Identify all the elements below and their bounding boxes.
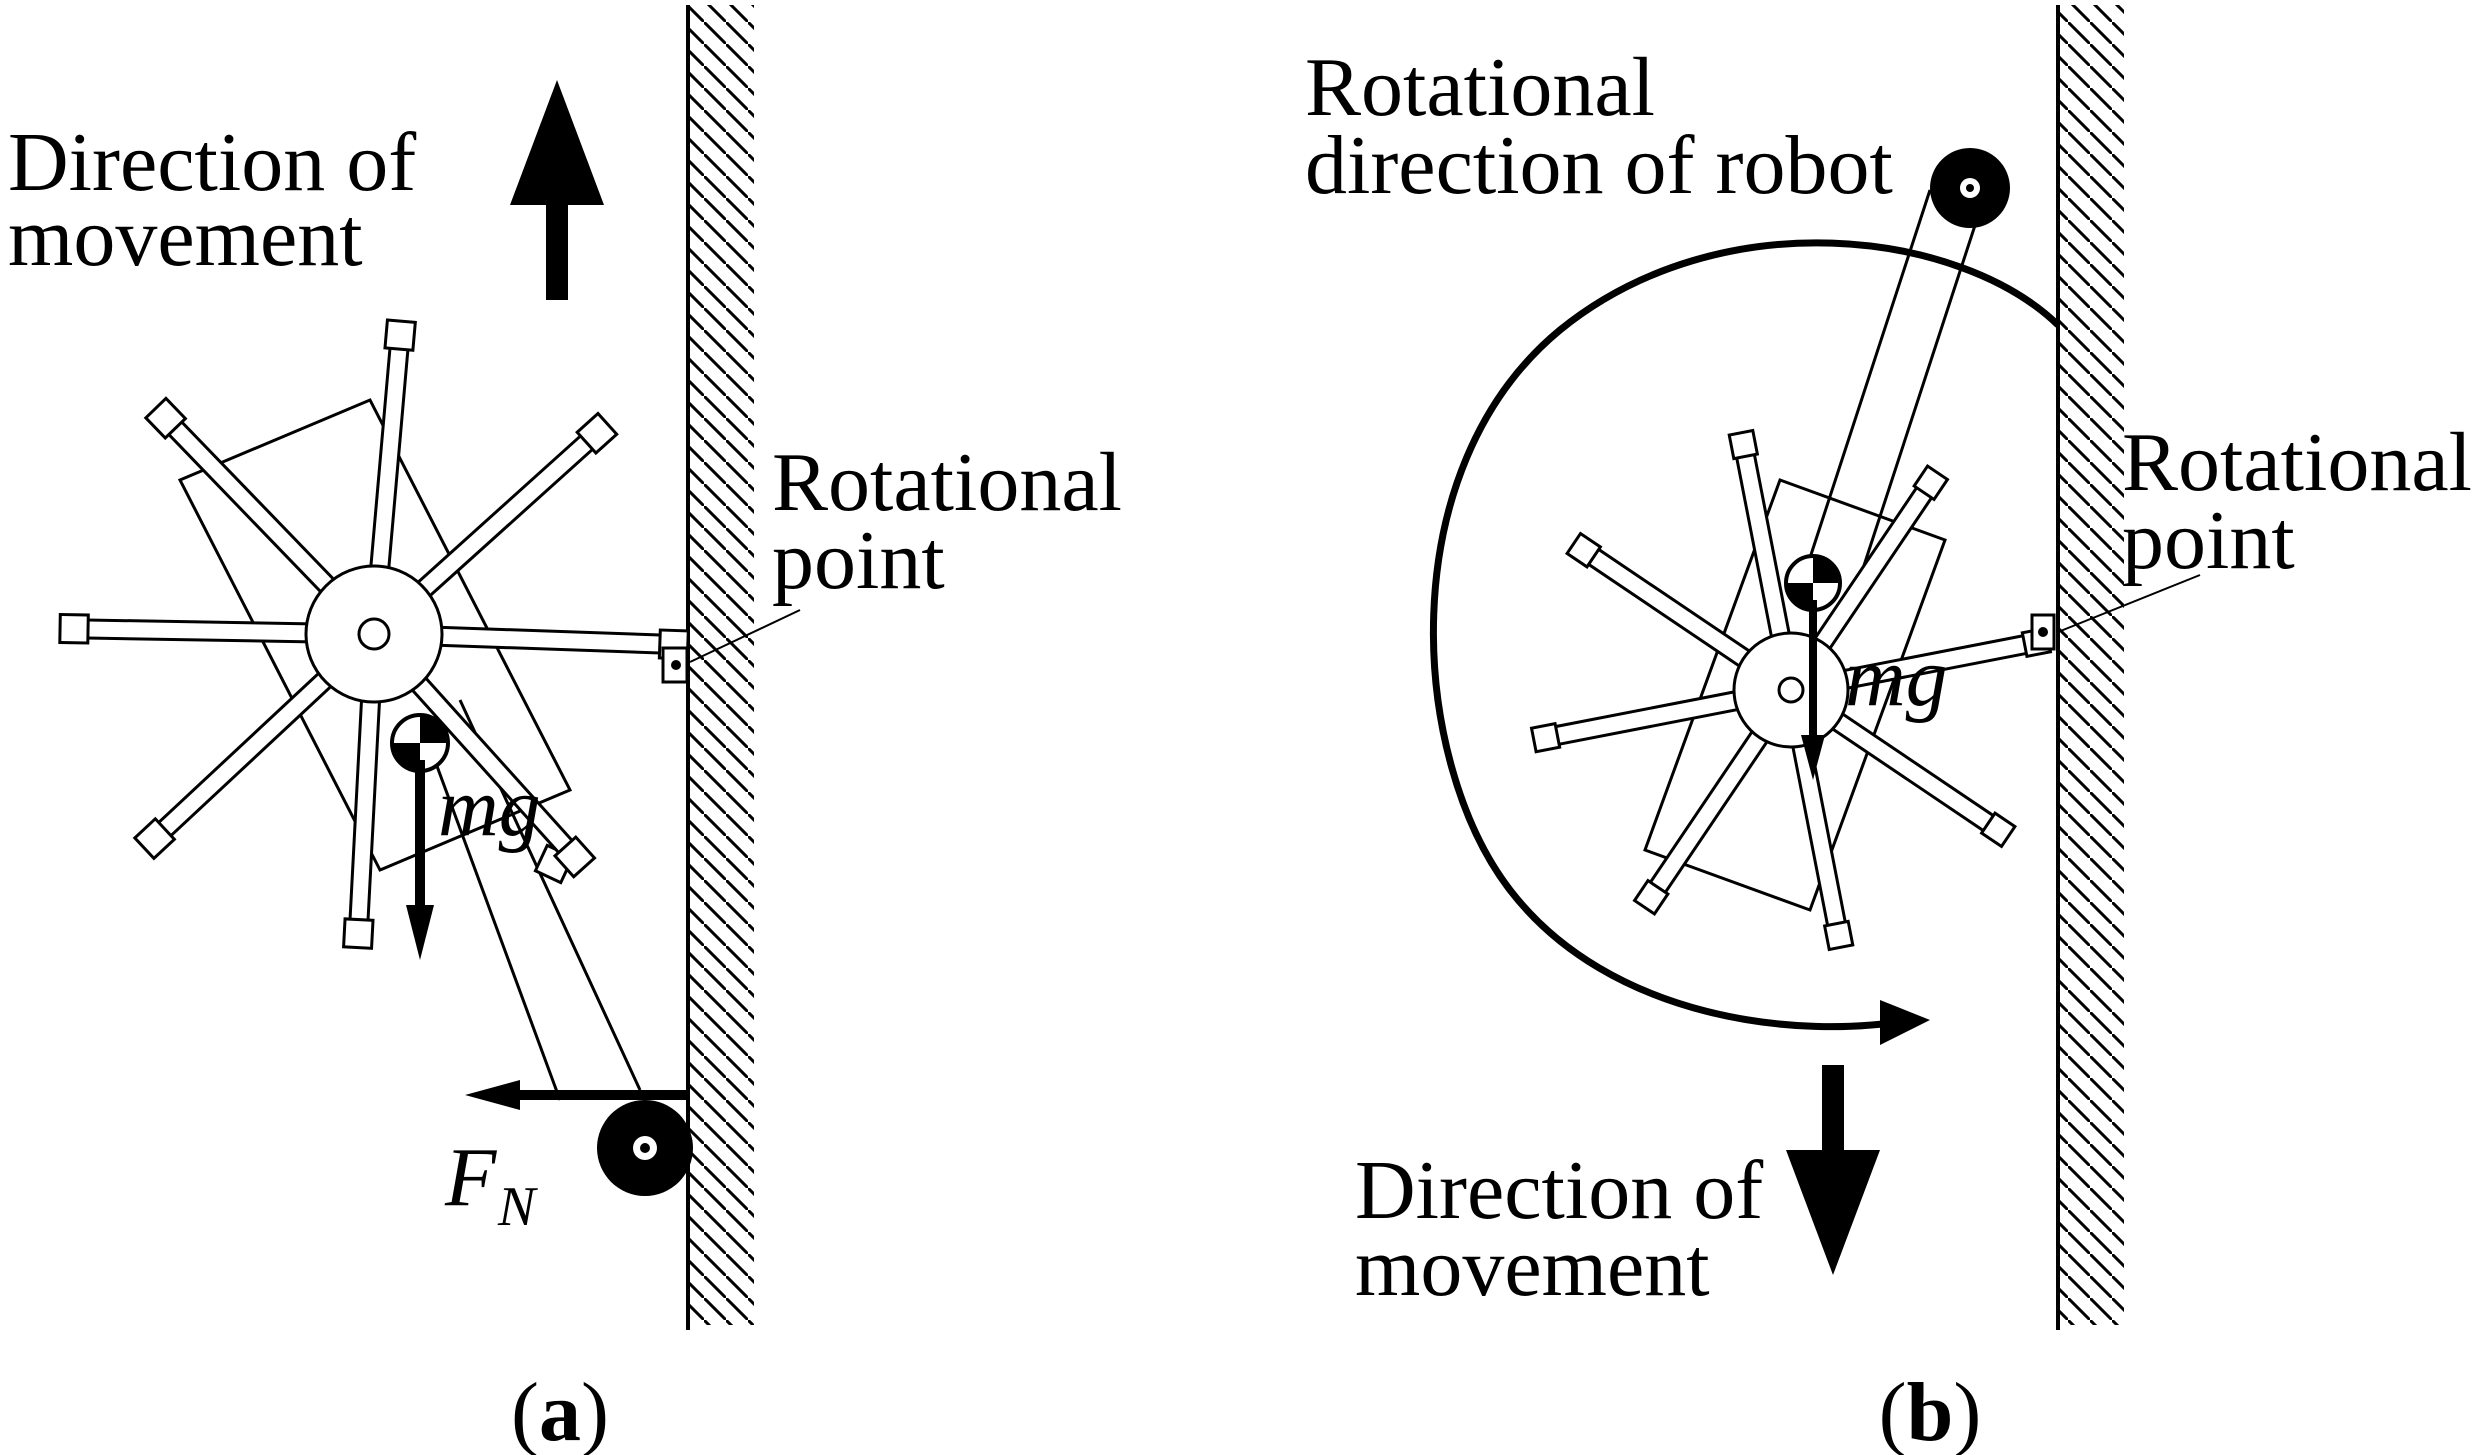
roller-wheel-a: [597, 1100, 693, 1196]
wheel-a-foot-6: [132, 816, 177, 861]
wheel-b-foot-6: [1632, 878, 1670, 917]
wall-b: [2056, 5, 2124, 1330]
movement-arrow-down-icon: [1786, 1065, 1880, 1275]
rotation-arc-head-icon: [1880, 1000, 1930, 1045]
direction-label-b-line2: movement: [1355, 1221, 1710, 1314]
panel-b: Rotational direction of robot Rotational…: [1305, 5, 2472, 1455]
leader-line-a: [689, 609, 801, 663]
wall-a: [686, 5, 754, 1330]
gravity-label-a: mg: [438, 761, 541, 854]
rotation-label-line1: Rotational: [1305, 41, 1655, 134]
gravity-arrow-a-icon: [406, 760, 434, 960]
panel-a: Direction of movement Rotational point m…: [8, 5, 1122, 1455]
roller-wheel-b: [1930, 148, 2010, 228]
wheel-b-foot-5: [1822, 919, 1855, 952]
movement-arrow-up-icon: [510, 80, 604, 300]
normal-force-subscript: N: [497, 1176, 538, 1238]
wheel-b-foot-2: [1912, 463, 1950, 502]
wheel-b-foot-1: [1727, 428, 1760, 461]
wheel-b-foot-7: [1529, 721, 1562, 754]
rotational-point-label-b-line1: Rotational: [2122, 416, 2472, 509]
wheel-b-foot-8: [1564, 531, 1603, 569]
direction-label-a-line1: Direction of: [8, 116, 416, 209]
arm-b: [1804, 189, 1982, 591]
wheel-a-foot-1: [383, 318, 417, 352]
normal-force-label: F: [444, 1131, 498, 1224]
gravity-arrow-b-icon: [1801, 600, 1825, 780]
leader-line-b: [2057, 574, 2201, 633]
wheel-b-foot-4: [1979, 811, 2018, 849]
center-of-mass-b-icon: [1784, 554, 1842, 612]
legged-wheel-a: [58, 318, 690, 950]
normal-force-arrow-icon: [465, 1080, 690, 1110]
caption-a: (a): [511, 1366, 609, 1455]
rotation-arc-icon: [1429, 239, 2061, 1031]
wheel-hub-a: [304, 564, 444, 704]
direction-label-a-line2: movement: [8, 191, 363, 284]
direction-label-b-line1: Direction of: [1355, 1144, 1763, 1237]
rotational-point-label-b-line2: point: [2122, 494, 2295, 587]
wheel-hub-b: [1732, 631, 1850, 749]
wheel-a-foot-4: [552, 835, 597, 879]
rotational-point-label-a-line1: Rotational: [772, 436, 1122, 529]
wheel-a-foot-5: [342, 917, 375, 950]
wheel-a-foot-8: [143, 396, 188, 441]
gravity-label-b: mg: [1845, 631, 1948, 724]
caption-b: (b): [1879, 1366, 1982, 1455]
wheel-a-foot-2: [575, 411, 619, 456]
wheel-a-foot-7: [58, 612, 90, 645]
rotation-label-line2: direction of robot: [1305, 119, 1893, 212]
rotational-point-label-a-line2: point: [772, 514, 945, 607]
